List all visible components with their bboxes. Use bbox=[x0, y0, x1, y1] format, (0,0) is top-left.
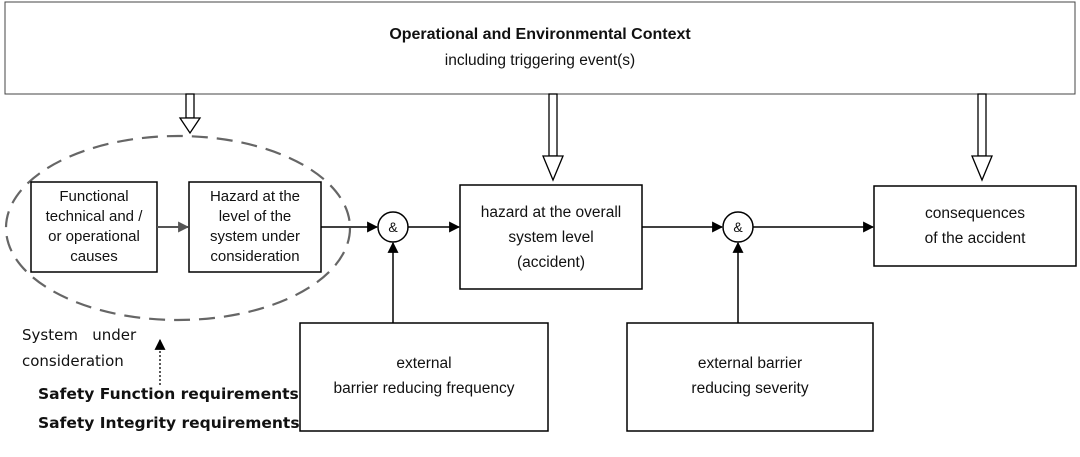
safety-function-requirements: Safety Function requirements bbox=[38, 385, 299, 403]
system-label-line: consideration bbox=[22, 352, 124, 370]
context-subtitle: including triggering event(s) bbox=[444, 52, 636, 69]
context-box bbox=[4, 1, 1076, 95]
context-arrow-2 bbox=[542, 93, 564, 182]
system-boundary-ellipse bbox=[4, 134, 352, 322]
barrier-frequency-label: external barrier reducing frequency bbox=[300, 323, 548, 429]
hazard-overall-box bbox=[459, 184, 643, 290]
barrier-frequency-line: barrier reducing frequency bbox=[333, 380, 515, 397]
hazard-system-label: Hazard at the level of the system under … bbox=[189, 182, 321, 272]
context-arrow-1 bbox=[178, 93, 202, 135]
hazard-system-line: Hazard at the bbox=[209, 188, 301, 205]
barrier-frequency-line: external bbox=[396, 355, 452, 372]
context-title: Operational and Environmental Context bbox=[389, 26, 691, 43]
and-gate-2-symbol: & bbox=[733, 219, 743, 235]
safety-integrity-requirements: Safety Integrity requirements bbox=[38, 414, 300, 432]
barrier-severity-line: external barrier bbox=[697, 355, 803, 372]
causes-box bbox=[30, 181, 158, 273]
causes-line: Functional bbox=[59, 188, 129, 205]
hazard-system-line: system under bbox=[209, 228, 301, 245]
system-under-consideration-label: System under consideration bbox=[22, 322, 136, 374]
hazard-overall-label: hazard at the overall system level (acci… bbox=[460, 185, 642, 289]
hazard-system-line: level of the bbox=[218, 208, 292, 225]
barrier-severity-box bbox=[626, 322, 874, 432]
barrier-frequency-box bbox=[299, 322, 549, 432]
consequences-line: consequences bbox=[925, 205, 1025, 222]
hazard-system-box bbox=[188, 181, 322, 273]
hazard-overall-line: hazard at the overall bbox=[480, 203, 622, 221]
system-label-line: System under bbox=[22, 326, 137, 344]
context-arrow-3 bbox=[971, 93, 993, 182]
hazard-system-line: consideration bbox=[210, 248, 300, 265]
consequences-box bbox=[873, 185, 1077, 267]
causes-line: technical and / bbox=[45, 208, 143, 225]
barrier-severity-label: external barrier reducing severity bbox=[627, 323, 873, 429]
causes-line: causes bbox=[70, 248, 118, 265]
causes-line: or operational bbox=[48, 228, 140, 245]
consequences-line: of the accident bbox=[924, 230, 1026, 247]
consequences-label: consequences of the accident bbox=[874, 186, 1076, 266]
context-label: Operational and Environmental Context in… bbox=[5, 2, 1075, 94]
causes-label: Functional technical and / or operationa… bbox=[31, 182, 157, 272]
and-gate-1-symbol: & bbox=[388, 219, 398, 235]
hazard-overall-line: (accident) bbox=[516, 253, 586, 271]
barrier-severity-line: reducing severity bbox=[691, 380, 809, 397]
hazard-overall-line: system level bbox=[508, 228, 594, 246]
